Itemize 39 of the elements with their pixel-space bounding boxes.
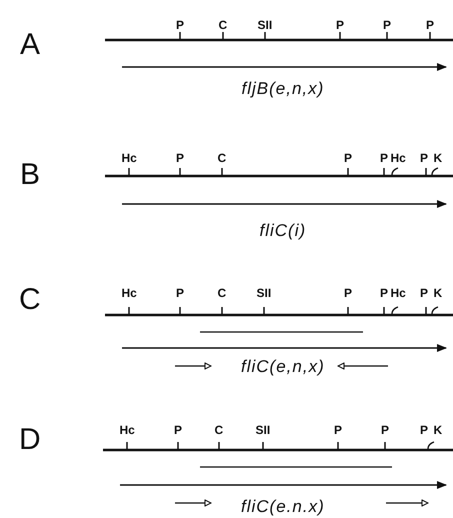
site-label: P (336, 19, 344, 31)
site-label: Hc (390, 287, 406, 299)
panel-letter: A (20, 30, 40, 60)
gene-label: fljB(e,n,x) (242, 80, 324, 96)
panel-letter: B (20, 160, 40, 190)
site-label: K (434, 424, 442, 436)
site-label: P (176, 19, 184, 31)
site-label: P (383, 19, 392, 31)
site-label: K (434, 152, 442, 164)
site-label: SII (256, 424, 270, 436)
panel-letter: D (19, 425, 41, 455)
panel-letter: C (19, 285, 41, 315)
site-label: C (218, 152, 226, 164)
gene-label: fliC(e.n.x) (241, 498, 325, 514)
site-label: P (176, 287, 184, 299)
site-label: SII (256, 287, 272, 299)
site-label: P (381, 424, 390, 436)
site-label: Hc (122, 152, 137, 164)
gene-label: fliC(e,n,x) (241, 358, 325, 374)
site-label: C (218, 287, 226, 299)
site-label: K (434, 287, 442, 299)
site-label: C (214, 424, 224, 436)
site-label: P (426, 19, 434, 31)
site-label: P (344, 152, 352, 164)
site-label: P (380, 152, 388, 164)
site-label: P (420, 287, 428, 299)
site-label: P (420, 424, 428, 436)
site-label: P (174, 424, 182, 436)
site-label: SII (258, 19, 272, 31)
site-label: P (380, 287, 388, 299)
site-label: P (176, 152, 184, 164)
site-label: C (218, 19, 228, 31)
site-label: P (334, 424, 342, 436)
site-label: P (420, 152, 428, 164)
site-label: Hc (122, 287, 137, 299)
site-label: Hc (390, 152, 406, 164)
gene-label: fliC(i) (260, 222, 306, 238)
site-label: P (344, 287, 352, 299)
site-label: Hc (120, 424, 135, 436)
